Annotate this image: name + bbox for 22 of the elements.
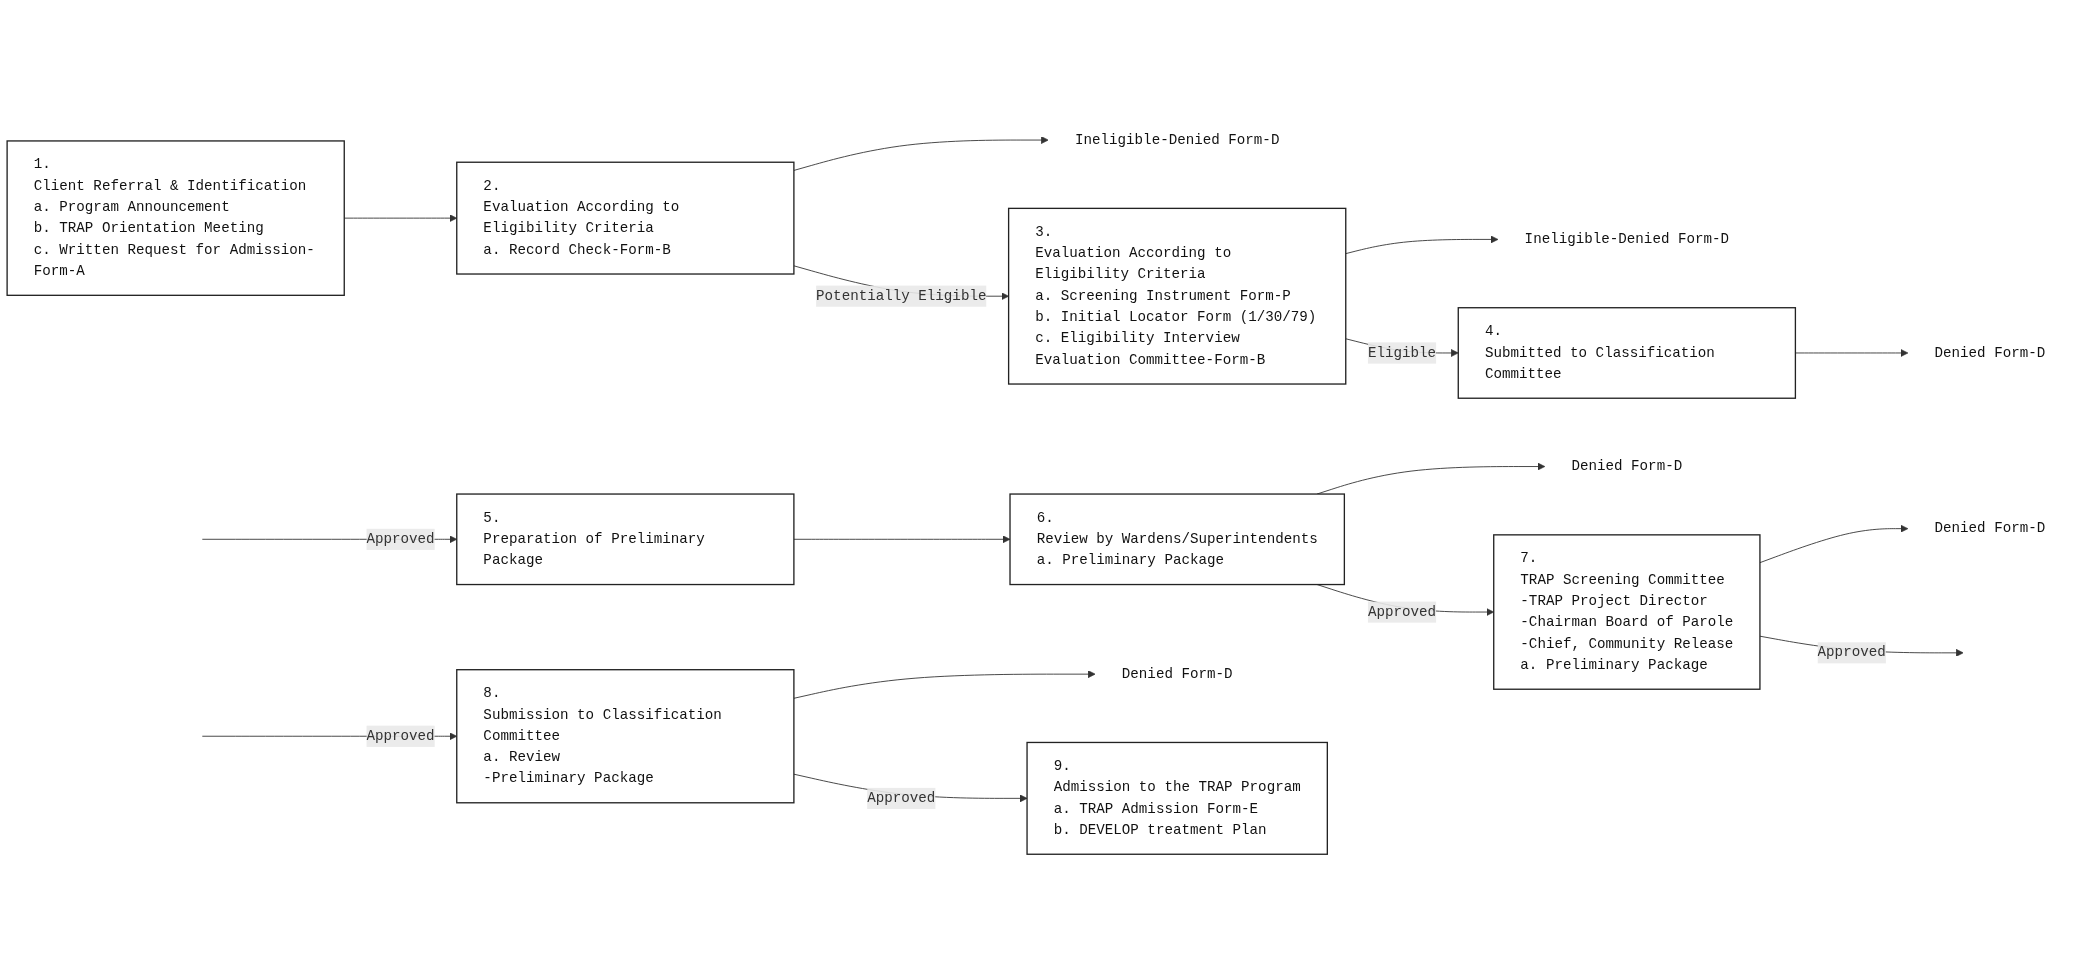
edge-label: Approved (1817, 644, 1886, 661)
node-box: 1. Client Referral & Identification a. Program Announcement b. TRAP Orientation Meeting c. Written Request for Admission-Form-A (6, 140, 345, 296)
node-text: Ineligible-Denied Form-D (1074, 131, 1280, 148)
node-text: Denied Form-D (1934, 520, 2046, 537)
node-box: 3. Evaluation According to Eligibility Criteria a. Screening Instrument Form-P b. Initial Locator Form (1/30/79) c. Eligibility Interview Evaluation Committee-Form-B (1007, 207, 1347, 385)
edge-label: Approved (867, 790, 936, 807)
node-box: 5. Preparation of Preliminary Package (456, 493, 795, 586)
node-box: 2. Evaluation According to Eligibility Criteria a. Record Check-Form-B (456, 161, 795, 275)
edge-label: Potentially Eligible (816, 288, 987, 305)
node-text: Denied Form-D (1934, 344, 2046, 361)
node-box: 6. Review by Wardens/Superintendents a. Preliminary Package (1009, 493, 1346, 586)
node-box: 8. Submission to Classification Committee a. Review -Preliminary Package (456, 668, 795, 804)
node-text: Denied Form-D (1121, 665, 1233, 682)
edge-label: Eligible (1367, 344, 1437, 361)
node-text: Denied Form-D (1571, 458, 1683, 475)
node-box: 9. Admission to the TRAP Program a. TRAP Admission Form-E b. DEVELOP treatment Plan (1026, 741, 1328, 855)
edge-label: Approved (1367, 603, 1437, 620)
edge-label: Approved (366, 531, 435, 548)
edge-label: Approved (366, 728, 435, 745)
node-box: 4. Submitted to Classification Committee (1457, 306, 1797, 399)
node-box: 7. TRAP Screening Committee -TRAP Project Director -Chairman Board of Parole -Chief, Community Release a. Preliminary Package (1493, 534, 1761, 690)
node-text: Ineligible-Denied Form-D (1524, 231, 1730, 248)
